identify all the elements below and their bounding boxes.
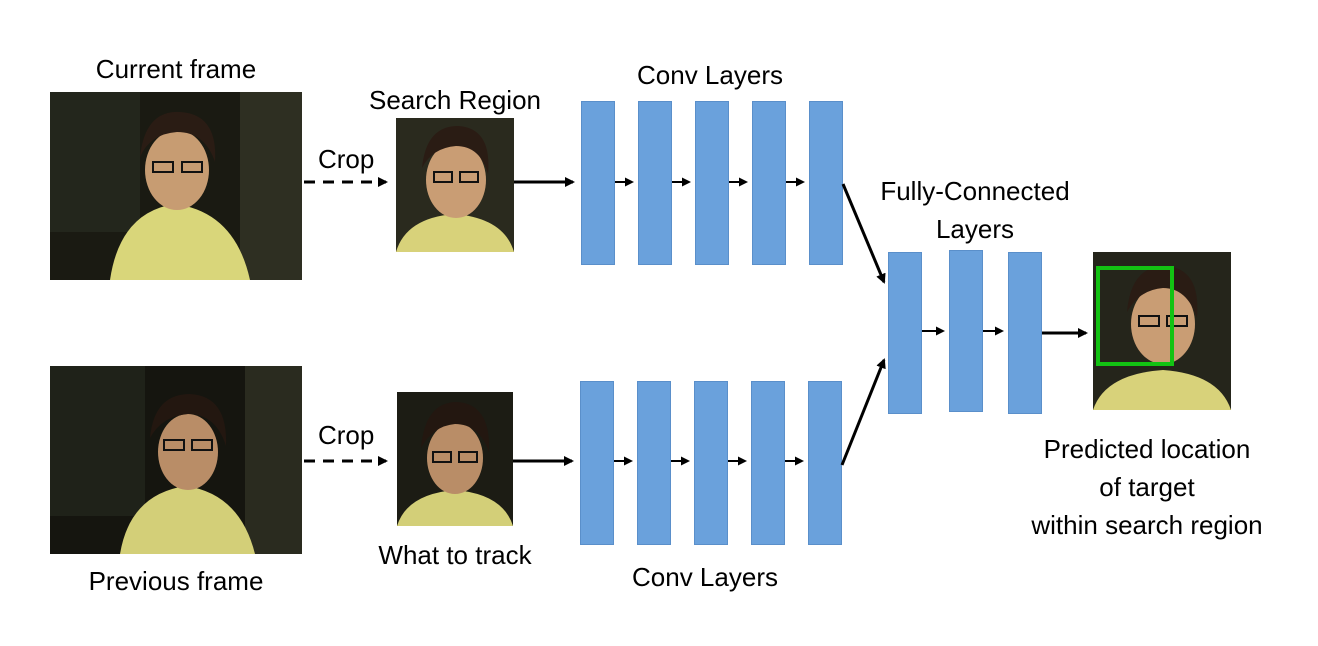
what-to-track-label: What to track xyxy=(378,540,532,570)
conv-layer-top-2 xyxy=(638,101,672,265)
conv-layer-bottom-4 xyxy=(751,381,785,545)
previous-frame-label: Previous frame xyxy=(88,566,264,596)
search-region-label: Search Region xyxy=(369,85,541,115)
conv-layer-top-3 xyxy=(695,101,729,265)
predicted-label-line3: within search region xyxy=(1031,510,1263,540)
conv-layer-top-4 xyxy=(752,101,786,265)
fc-layer-2 xyxy=(949,250,983,412)
conv-top-to-fc-arrow xyxy=(841,183,886,284)
predicted-label-line1: Predicted location xyxy=(1043,434,1251,464)
fc-label-line2: Layers xyxy=(935,214,1015,244)
search-region-image xyxy=(396,118,514,252)
current-frame-image xyxy=(50,92,302,280)
current-frame-label: Current frame xyxy=(95,54,257,84)
predicted-label-line2: of target xyxy=(1099,472,1195,502)
conv-layer-bottom-2 xyxy=(637,381,671,545)
prediction-image xyxy=(1093,252,1231,410)
conv-layers-top-label: Conv Layers xyxy=(637,60,783,90)
fc-layer-3 xyxy=(1008,252,1042,414)
crop-label-top: Crop xyxy=(318,144,375,174)
predicted-bounding-box xyxy=(1096,266,1174,366)
conv-layer-top-1 xyxy=(581,101,615,265)
conv-layers-bottom-label: Conv Layers xyxy=(632,562,778,592)
fc-label-line1: Fully-Connected xyxy=(880,176,1070,206)
conv-layer-top-5 xyxy=(809,101,843,265)
what-to-track-image xyxy=(397,392,513,526)
crop-label-bottom: Crop xyxy=(318,420,375,450)
conv-layer-bottom-3 xyxy=(694,381,728,545)
conv-bottom-to-fc-arrow xyxy=(840,358,886,466)
conv-layer-bottom-1 xyxy=(580,381,614,545)
fc-layer-1 xyxy=(888,252,922,414)
previous-frame-image xyxy=(50,366,302,554)
